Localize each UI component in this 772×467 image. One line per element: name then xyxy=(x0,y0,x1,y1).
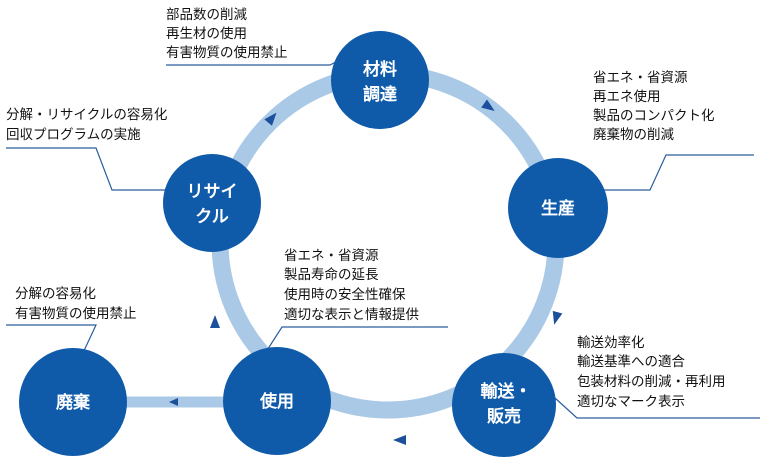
note-material: 部品数の削減 再生材の使用 有害物質の使用禁止 xyxy=(166,6,288,61)
node-disposal: 廃棄 xyxy=(19,348,127,456)
svg-text:材料: 材料 xyxy=(363,59,397,80)
svg-text:分解・リサイクルの容易化: 分解・リサイクルの容易化 xyxy=(6,106,167,123)
svg-text:省エネ・省資源: 省エネ・省資源 xyxy=(593,70,688,86)
svg-text:リサイ: リサイ xyxy=(187,182,238,202)
arrow-recycle-to-material xyxy=(264,112,277,126)
svg-text:生産: 生産 xyxy=(541,198,575,219)
svg-text:再生材の使用: 再生材の使用 xyxy=(166,25,247,42)
arrow-use-to-disposal xyxy=(169,398,178,406)
svg-text:回収プログラムの実施: 回収プログラムの実施 xyxy=(6,127,141,143)
svg-text:適切な表示と情報提供: 適切な表示と情報提供 xyxy=(284,306,419,323)
svg-text:省エネ・省資源: 省エネ・省資源 xyxy=(284,248,379,264)
arrow-material-to-production xyxy=(481,99,495,112)
svg-text:使用: 使用 xyxy=(259,391,294,412)
svg-text:輸送・: 輸送・ xyxy=(481,381,532,402)
leader-disposal xyxy=(6,324,97,356)
node-transport: 輸送・ 販売 xyxy=(452,353,556,457)
note-recycle: 分解・リサイクルの容易化 回収プログラムの実施 xyxy=(6,106,167,143)
leader-use xyxy=(263,326,448,356)
svg-text:輸送基準への適合: 輸送基準への適合 xyxy=(577,353,685,370)
note-use: 省エネ・省資源 製品寿命の延長 使用時の安全性確保 適切な表示と情報提供 xyxy=(284,248,419,323)
node-use: 使用 xyxy=(223,347,331,455)
svg-text:廃棄: 廃棄 xyxy=(56,392,91,413)
note-transport: 輸送効率化 輸送基準への適合 包装材料の削減・再利用 適切なマーク表示 xyxy=(577,334,726,410)
note-disposal: 分解の容易化 有害物質の使用禁止 xyxy=(15,285,137,322)
svg-text:廃棄物の削減: 廃棄物の削減 xyxy=(593,126,674,143)
arrow-transport-to-use xyxy=(393,435,406,445)
svg-text:輸送効率化: 輸送効率化 xyxy=(577,334,645,351)
svg-text:適切なマーク表示: 適切なマーク表示 xyxy=(577,393,685,410)
node-production: 生産 xyxy=(508,158,608,258)
leader-transport xyxy=(554,397,760,419)
svg-text:クル: クル xyxy=(195,207,229,227)
svg-text:有害物質の使用禁止: 有害物質の使用禁止 xyxy=(15,305,137,322)
svg-text:販売: 販売 xyxy=(487,406,521,427)
svg-text:分解の容易化: 分解の容易化 xyxy=(15,285,96,302)
svg-text:再エネ使用: 再エネ使用 xyxy=(593,88,661,105)
arrow-use-to-recycle xyxy=(210,315,220,328)
leader-production xyxy=(603,154,754,191)
arrow-production-to-transport xyxy=(552,310,563,325)
svg-text:製品寿命の延長: 製品寿命の延長 xyxy=(284,266,379,283)
node-recycle: リサイ クル xyxy=(163,154,261,252)
svg-text:製品のコンパクト化: 製品のコンパクト化 xyxy=(593,108,715,124)
svg-text:部品数の削減: 部品数の削減 xyxy=(166,6,247,23)
note-production: 省エネ・省資源 再エネ使用 製品のコンパクト化 廃棄物の削減 xyxy=(593,70,715,143)
svg-text:包装材料の削減・再利用: 包装材料の削減・再利用 xyxy=(577,373,726,390)
svg-text:有害物質の使用禁止: 有害物質の使用禁止 xyxy=(166,44,288,61)
svg-text:使用時の安全性確保: 使用時の安全性確保 xyxy=(284,286,406,303)
node-material: 材料 調達 xyxy=(331,31,429,129)
leader-recycle xyxy=(6,147,166,191)
svg-text:調達: 調達 xyxy=(363,84,397,105)
